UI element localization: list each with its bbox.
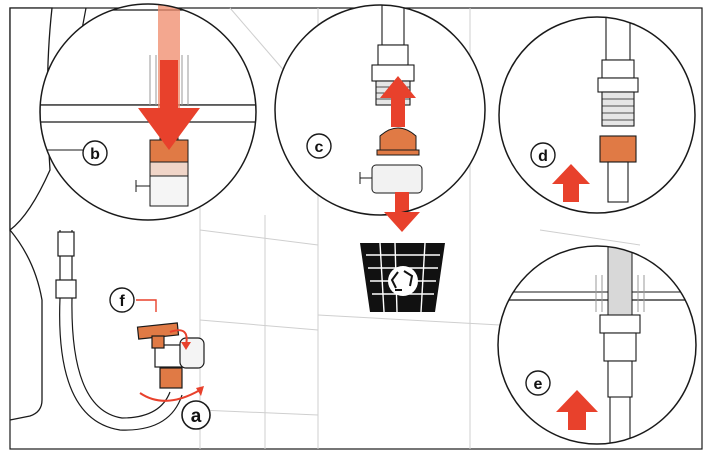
- callout-c: c: [306, 133, 332, 159]
- callout-b-label: b: [90, 146, 100, 163]
- callout-d-label: d: [538, 148, 548, 165]
- detail-circle-e: [497, 245, 697, 445]
- waste-basket-icon: [360, 242, 445, 313]
- background-scene: [9, 7, 703, 450]
- callout-a-label: a: [191, 406, 202, 427]
- callout-a: a: [181, 400, 211, 430]
- callout-b: b: [82, 140, 108, 166]
- callout-e: e: [525, 370, 551, 396]
- detail-circle-b: [39, 3, 257, 221]
- detail-circle-c: [274, 4, 486, 232]
- callout-c-label: c: [315, 139, 324, 156]
- callout-f: f: [109, 287, 135, 313]
- callout-f-label: f: [119, 293, 125, 310]
- callout-e-label: e: [534, 376, 543, 393]
- detail-circle-d: [498, 16, 696, 214]
- callout-d: d: [530, 142, 556, 168]
